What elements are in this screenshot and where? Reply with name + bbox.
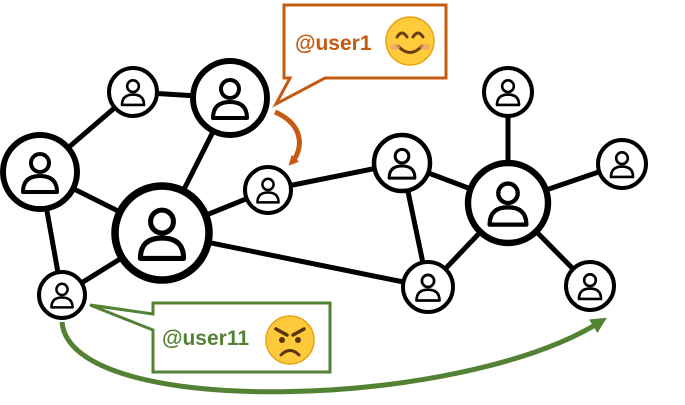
callout-user11: @user11 [89,301,332,374]
network-nodes [0,58,648,320]
callout-user1: @user1 [272,3,448,108]
user-avatar-icon [107,66,159,118]
smiling-face-icon [385,16,435,66]
callout-user11-label: @user11 [162,327,249,350]
mention-arrow-green [59,317,607,395]
callout-user1-label: @user1 [295,32,372,55]
user-avatar-icon [464,159,552,247]
user-avatar-icon [190,58,270,138]
user-avatar-icon [37,270,87,320]
user-avatar-icon [243,165,293,215]
user-avatar-icon [564,260,616,312]
user-avatar-icon [482,66,534,118]
user-avatar-icon [371,132,433,194]
angry-face-icon [265,315,315,365]
mention-arrow-orange [273,109,302,166]
user-avatar-icon [401,260,455,314]
callout-user11-box [89,301,332,374]
user-avatar-icon [0,132,80,212]
user-avatar-icon [596,138,648,190]
user-avatar-icon [111,182,213,284]
